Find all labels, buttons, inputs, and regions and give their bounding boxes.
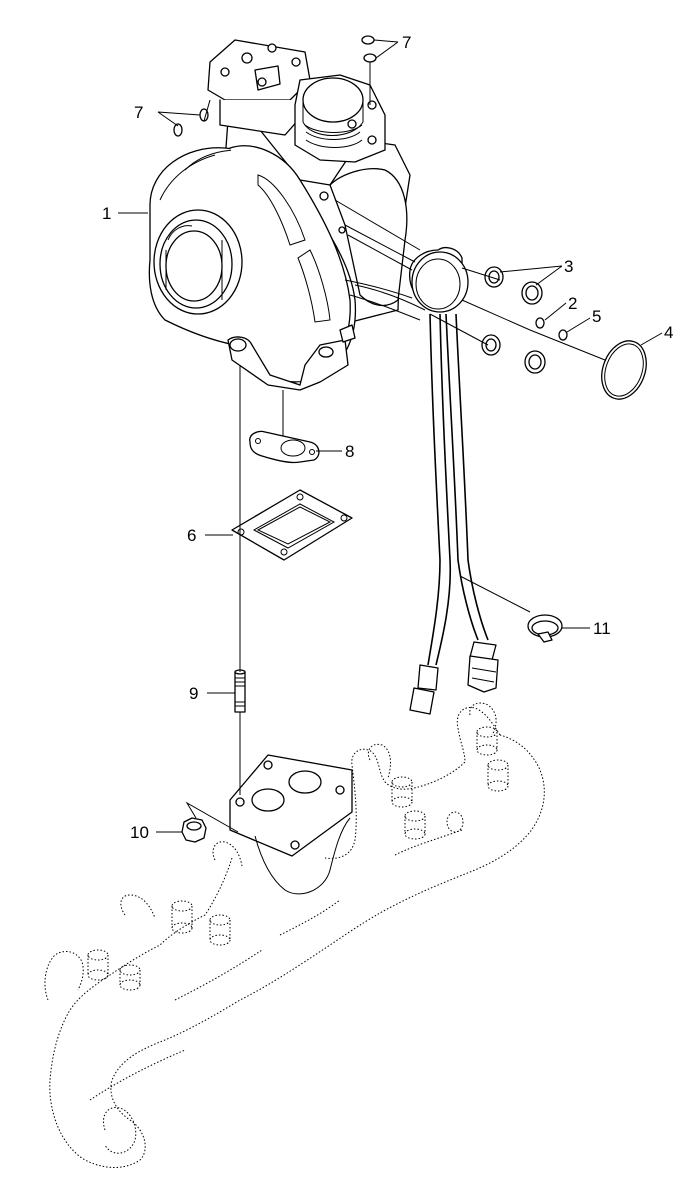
callout-8: 8 — [345, 442, 354, 461]
callout-labels: 1 7 7 3 2 5 4 8 6 9 10 11 — [102, 33, 673, 842]
callout-5: 5 — [592, 307, 601, 326]
callout-4: 4 — [664, 323, 673, 342]
callout-11: 11 — [593, 619, 611, 638]
stud-9 — [234, 669, 246, 713]
sensor-harness — [334, 199, 499, 715]
exhaust-manifold — [44, 702, 545, 1168]
o-ring-2 — [535, 317, 545, 329]
callout-7-top: 7 — [402, 33, 411, 52]
o-ring-4 — [601, 340, 647, 400]
hose-clamp-11 — [527, 614, 563, 643]
callout-1: 1 — [102, 204, 111, 223]
callout-7-left: 7 — [134, 103, 143, 122]
washers-3 — [481, 266, 546, 374]
nut-10 — [181, 817, 207, 843]
callout-3: 3 — [564, 257, 573, 276]
gasket-6 — [231, 489, 353, 561]
gasket-8 — [249, 390, 320, 464]
callout-6: 6 — [187, 526, 196, 545]
o-ring-5 — [558, 329, 568, 341]
callout-leaders — [118, 39, 663, 833]
manifold-outlet-flange — [229, 754, 353, 857]
callout-2: 2 — [568, 294, 577, 313]
turbocharger — [148, 39, 426, 391]
callout-9: 9 — [189, 684, 198, 703]
callout-10: 10 — [130, 823, 149, 842]
